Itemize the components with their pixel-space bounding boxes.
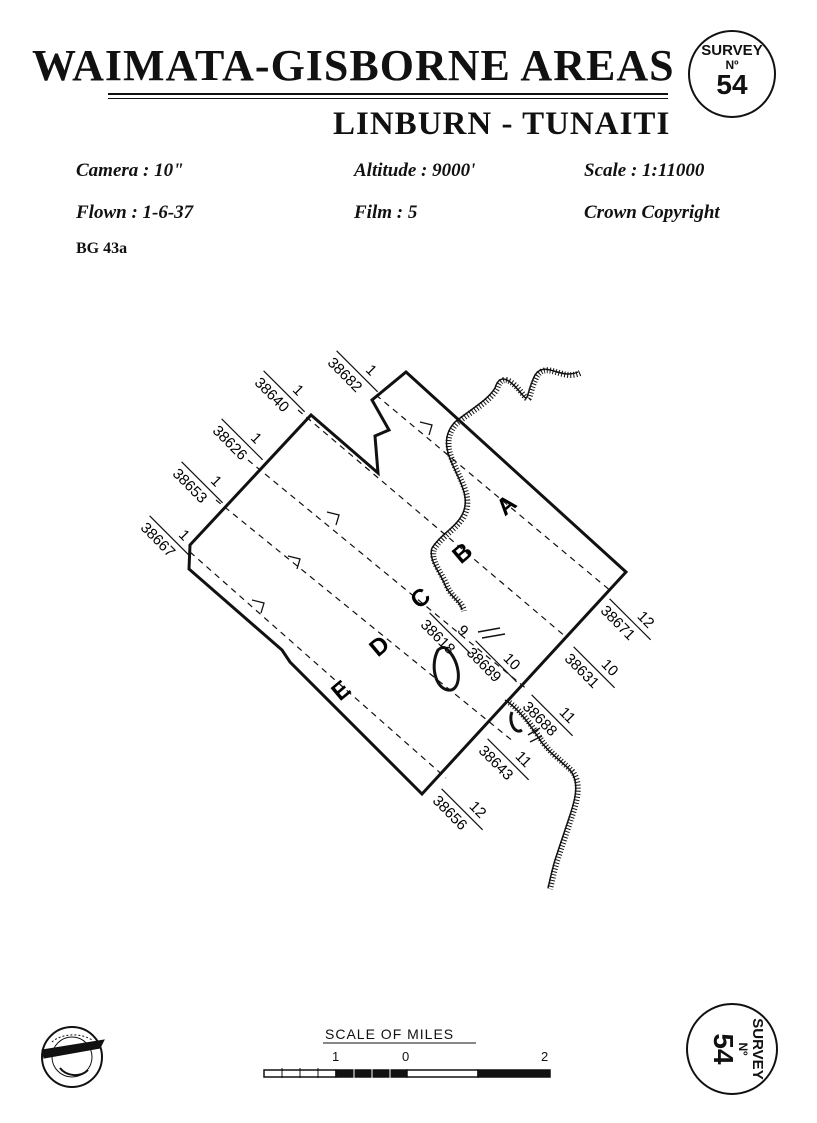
flown-date: Flown : 1-6-37 xyxy=(76,202,194,223)
river xyxy=(430,367,582,890)
label-divider xyxy=(181,461,224,504)
survey-number-badge-rotated: SURVEY Nº 54 xyxy=(686,1003,778,1095)
survey-number-badge: SURVEY Nº 54 xyxy=(688,30,776,118)
label-divider xyxy=(263,370,306,413)
label-divider xyxy=(609,598,652,641)
label-divider xyxy=(149,515,192,558)
survey-badge-label: SURVEY xyxy=(701,42,763,59)
run-letter-a: A xyxy=(491,490,522,522)
run-d-end-photo: 38643 xyxy=(475,742,517,784)
label-divider xyxy=(429,612,472,655)
survey-badge-number: 54 xyxy=(708,1033,739,1065)
map-reference: BG 43a xyxy=(76,240,128,257)
label-divider xyxy=(475,640,518,683)
run-e-end-number: 12 xyxy=(466,798,490,822)
run-b-start-number: 1 xyxy=(289,381,307,399)
map-title: WAIMATA-GISBORNE AREAS xyxy=(32,41,675,90)
run-e-start-number: 1 xyxy=(175,526,193,544)
run-b-end-photo: 38631 xyxy=(561,650,603,692)
run-d-end-number: 11 xyxy=(512,748,535,771)
run-b-end-number: 10 xyxy=(598,656,622,680)
label-divider xyxy=(336,350,379,393)
run-a-start-photo: 38682 xyxy=(324,354,366,396)
start-photo-label: 1 38667 xyxy=(137,515,193,561)
run-e-end-photo: 38656 xyxy=(429,792,471,834)
end-photo-label: 11 38643 xyxy=(475,738,535,784)
run-c-start-number: 1 xyxy=(247,429,265,447)
copyright-notice: Crown Copyright xyxy=(584,202,720,223)
end-photo-label: 12 38656 xyxy=(429,788,490,834)
scale-label-2: 2 xyxy=(541,1049,549,1064)
start-photo-label: 1 38682 xyxy=(324,350,380,396)
end-photo-label: 10 38631 xyxy=(561,646,622,692)
extra-photo-label: 11 38688 xyxy=(519,694,579,740)
run-e-start-photo: 38667 xyxy=(137,519,179,561)
scale-label-1: 1 xyxy=(332,1049,340,1064)
extra-11-number: 11 xyxy=(556,704,579,727)
label-divider xyxy=(531,694,574,737)
survey-badge-label: SURVEY xyxy=(749,1018,766,1080)
nz-aerial-mapping-logo xyxy=(41,1026,105,1088)
altitude-info: Altitude : 9000' xyxy=(354,160,476,181)
run-c-end-number: 9 xyxy=(454,622,472,640)
label-divider xyxy=(441,788,484,831)
label-divider xyxy=(221,418,264,461)
run-a-end-number: 12 xyxy=(634,608,658,632)
run-a-start-number: 1 xyxy=(362,361,380,379)
run-c-start-photo: 38626 xyxy=(209,422,251,464)
survey-badge-number: 54 xyxy=(716,69,748,100)
title-underline-thin xyxy=(108,98,668,99)
flight-lines xyxy=(189,394,613,779)
scale-info: Scale : 1:11000 xyxy=(584,160,705,181)
run-d-start-photo: 38653 xyxy=(169,465,211,507)
run-letter-b: B xyxy=(447,538,478,570)
camera-info: Camera : 10" xyxy=(76,160,184,181)
title-underline xyxy=(108,93,668,95)
run-d-start-number: 1 xyxy=(207,472,225,490)
run-b-start-photo: 38640 xyxy=(251,374,293,416)
survey-badge-no: Nº xyxy=(725,58,739,72)
film-info: Film : 5 xyxy=(354,202,418,223)
scale-label-0: 0 xyxy=(402,1049,410,1064)
map-subtitle: LINBURN - TUNAITI xyxy=(333,106,671,142)
run-letter-c: C xyxy=(405,583,436,615)
run-letter-d: D xyxy=(364,631,395,663)
start-photo-label: 1 38640 xyxy=(251,370,307,416)
run-a-end-photo: 38671 xyxy=(597,602,639,644)
flight-direction-arrows xyxy=(251,421,433,614)
scale-bar xyxy=(263,1042,551,1078)
label-divider xyxy=(573,646,616,689)
scale-title: SCALE OF MILES xyxy=(325,1026,455,1042)
area-boundary xyxy=(187,370,629,797)
label-divider xyxy=(487,738,530,781)
